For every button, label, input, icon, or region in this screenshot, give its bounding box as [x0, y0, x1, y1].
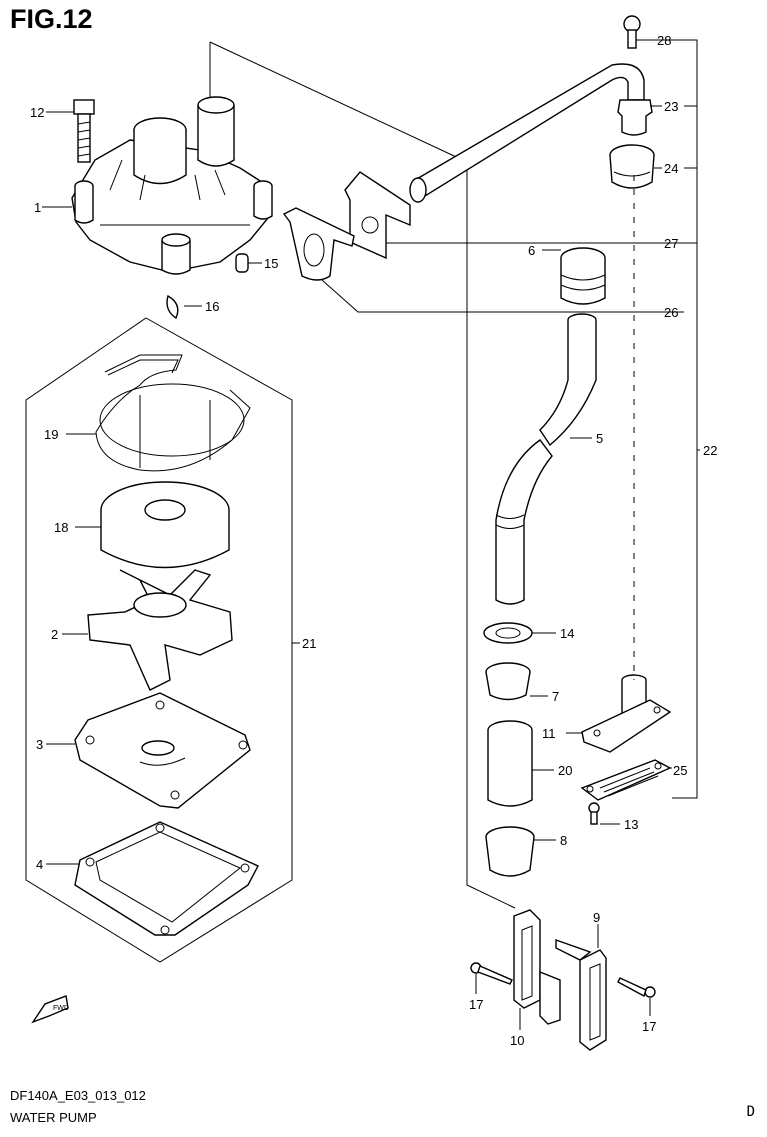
page-letter: D — [746, 1104, 755, 1120]
impeller-part-2 — [87, 569, 233, 691]
callout-7: 7 — [552, 689, 559, 704]
bushing-part-7 — [485, 662, 531, 701]
assembly-frame-left — [25, 317, 293, 963]
forward-arrow-label: FWD — [53, 1005, 69, 1012]
callout-24: 24 — [664, 161, 678, 176]
key-part-16 — [166, 294, 179, 320]
diagram-name: WATER PUMP — [10, 1110, 97, 1125]
bolt-part-12 — [73, 99, 95, 163]
diagram-code: DF140A_E03_013_012 — [10, 1088, 146, 1103]
screw-part-17-left — [470, 962, 513, 985]
callout-22: 22 — [703, 443, 717, 458]
seal-part-14 — [483, 622, 533, 644]
callout-26: 26 — [664, 305, 678, 320]
clamp-part-26 — [282, 207, 355, 281]
hose-part-5 — [495, 313, 597, 605]
callout-20: 20 — [558, 763, 572, 778]
callout-28: 28 — [657, 33, 671, 48]
pipe-part-22 — [409, 63, 645, 203]
plate-part-3 — [74, 692, 251, 809]
callout-12: 12 — [30, 105, 44, 120]
callout-21: 21 — [302, 636, 316, 651]
callout-8: 8 — [560, 833, 567, 848]
tube-part-20 — [487, 720, 533, 807]
liner-part-18 — [100, 481, 230, 569]
callout-1: 1 — [34, 200, 41, 215]
callout-2: 2 — [51, 627, 58, 642]
screw-part-13 — [588, 802, 600, 825]
pump-case-part — [71, 96, 273, 275]
callout-3: 3 — [36, 737, 43, 752]
callout-5: 5 — [596, 431, 603, 446]
callout-25: 25 — [673, 763, 687, 778]
grommet-part-24 — [609, 144, 655, 189]
bracket-part-10 — [513, 909, 561, 1025]
callout-17-left: 17 — [469, 997, 483, 1012]
bushing-part-8 — [485, 826, 535, 877]
callout-19: 19 — [44, 427, 58, 442]
bracket-part-9 — [555, 939, 607, 1051]
callout-11: 11 — [542, 726, 556, 741]
callout-labels: 12 1 15 16 19 18 2 3 4 21 28 23 24 27 26… — [30, 33, 717, 1048]
leader-lines — [42, 39, 700, 1030]
pin-part-15 — [235, 253, 249, 273]
forward-arrow-icon: FWD — [31, 995, 69, 1024]
callout-10: 10 — [510, 1033, 524, 1048]
callout-17-right: 17 — [642, 1019, 656, 1034]
grommet-part-23 — [617, 99, 653, 136]
gasket-ring-part-19 — [95, 354, 251, 472]
grommet-part-6 — [560, 247, 606, 305]
callout-18: 18 — [54, 520, 68, 535]
screw-part-17-right — [617, 977, 656, 998]
nozzle-bracket-part-11 — [581, 674, 672, 753]
callout-15: 15 — [264, 256, 278, 271]
callout-13: 13 — [624, 817, 638, 832]
strainer-part-25 — [580, 759, 672, 801]
assembly-frame-right — [209, 39, 698, 909]
callout-9: 9 — [593, 910, 600, 925]
callout-23: 23 — [664, 99, 678, 114]
callout-16: 16 — [205, 299, 219, 314]
figure-title: FIG.12 — [10, 4, 93, 34]
callout-4: 4 — [36, 857, 43, 872]
bracket-part-27 — [344, 171, 411, 260]
callout-27: 27 — [664, 236, 678, 251]
callout-6: 6 — [528, 243, 535, 258]
callout-14: 14 — [560, 626, 574, 641]
gasket-part-4 — [74, 821, 259, 936]
screw-part-28 — [623, 15, 641, 49]
